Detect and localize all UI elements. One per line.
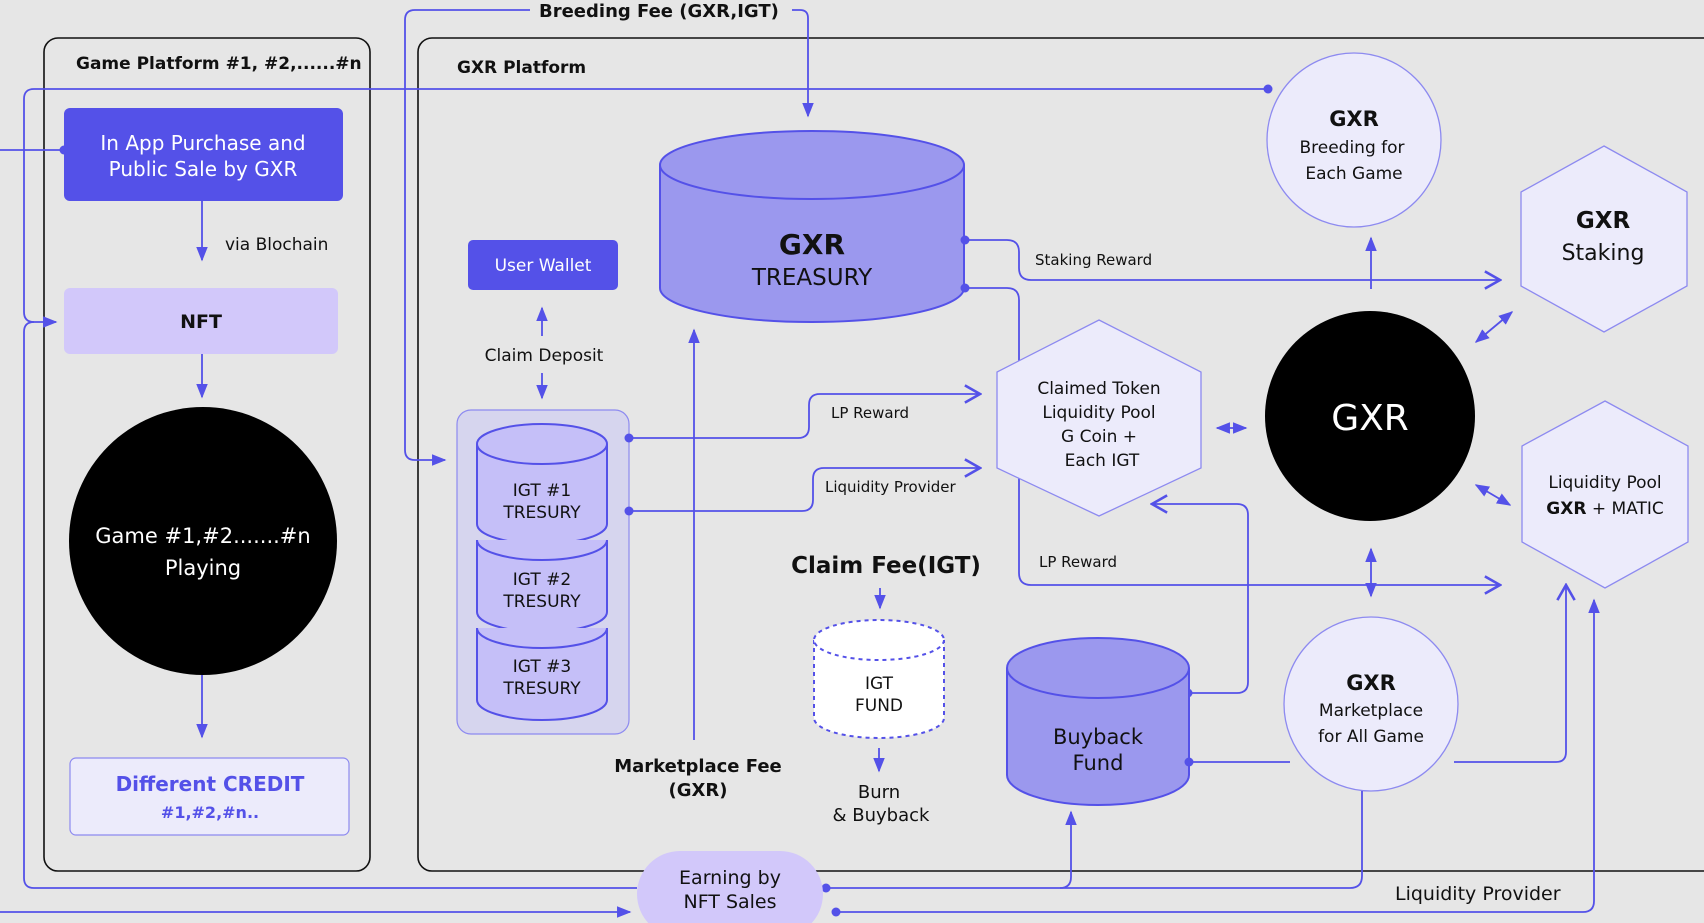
user-wallet-button[interactable] [468, 240, 618, 290]
treasury-line1: GXR [779, 228, 845, 261]
game-line1: Game #1,#2.......#n [95, 524, 310, 548]
marketplace-to-lp-line [1454, 585, 1566, 763]
lp-reward-bottom-label: LP Reward [1039, 553, 1117, 571]
burn-line1: Burn [858, 782, 900, 803]
igt-fund-cylinder[interactable] [813, 619, 945, 739]
gxr-platform-title: GXR Platform [457, 58, 586, 78]
buyback-to-pool-line [1152, 504, 1249, 694]
breeding-title: GXR [1329, 107, 1379, 131]
credit-line2: #1,#2,#n.. [161, 803, 259, 822]
game-platform-title: Game Platform #1, #2,......#n [76, 54, 362, 74]
breeding-fee-line-right [792, 9, 814, 118]
igt-fund-line1: IGT [865, 674, 894, 694]
earning-to-nft-line [23, 321, 637, 889]
lp-matic-line2: GXR + MATIC [1546, 499, 1663, 519]
connector-dot [821, 883, 831, 893]
breeding-line1: Breeding for [1299, 138, 1404, 158]
burn-line2: & Buyback [833, 805, 931, 826]
staking-reward-label: Staking Reward [1035, 251, 1152, 269]
game-line2: Playing [165, 556, 241, 580]
igt1-line2: TRESURY [502, 503, 581, 523]
different-credit-box[interactable] [69, 757, 350, 836]
buyback-fund-cylinder[interactable] [1006, 637, 1190, 806]
connector-dot [831, 907, 841, 917]
user-wallet-label: User Wallet [495, 256, 592, 276]
in-app-purchase-line1: In App Purchase and [100, 131, 305, 155]
breeding-fee-label: Breeding Fee (GXR,IGT) [539, 1, 779, 22]
liquidity-provider-bottom-label: Liquidity Provider [1395, 883, 1561, 905]
in-app-purchase-line2: Public Sale by GXR [109, 157, 298, 181]
gxr-center-label: GXR [1331, 398, 1409, 439]
igt-treasury-3[interactable] [476, 627, 608, 721]
igt3-line1: IGT #3 [513, 657, 571, 677]
gxr-treasury-cylinder[interactable] [659, 130, 965, 323]
igt1-line1: IGT #1 [513, 481, 571, 501]
lp-gxr-matic-hexagon[interactable] [1521, 400, 1689, 589]
marketplace-fee-line1: Marketplace Fee [614, 756, 782, 777]
in-app-purchase-box[interactable] [64, 108, 343, 201]
igt2-line2: TRESURY [502, 592, 581, 612]
earning-nft-sales-pill[interactable] [637, 851, 823, 923]
claim-deposit-label: Claim Deposit [485, 346, 604, 366]
lp-matic-rest: + MATIC [1586, 499, 1663, 519]
marketplace-title: GXR [1346, 671, 1396, 695]
igt2-line1: IGT #2 [513, 570, 571, 590]
staking-reward-line [965, 239, 1500, 280]
igt-treasury-1[interactable] [476, 423, 608, 545]
liquidity-provider-bottom-line [836, 598, 1600, 913]
nft-box[interactable] [64, 288, 338, 354]
staking-title: GXR [1576, 208, 1631, 234]
treasury-line2: TREASURY [751, 265, 873, 291]
lp-reward-top-label: LP Reward [831, 404, 909, 422]
game-playing-circle[interactable] [69, 407, 337, 675]
claimed-pool-line1: Claimed Token [1037, 379, 1160, 399]
gxr-center-circle[interactable] [1265, 311, 1475, 521]
liquidity-provider-line-mid [629, 468, 980, 512]
breeding-fee-line-left [404, 9, 530, 466]
connector-dot [1263, 84, 1273, 94]
marketplace-line2: for All Game [1318, 727, 1424, 747]
igt3-line2: TRESURY [502, 679, 581, 699]
liquidity-provider-mid-label: Liquidity Provider [825, 478, 957, 496]
claim-fee-label: Claim Fee(IGT) [791, 553, 981, 579]
staking-hexagon[interactable] [1520, 145, 1688, 333]
claimed-token-pool-hexagon[interactable] [996, 319, 1202, 517]
connector-dot [960, 235, 970, 245]
lp-matic-line1: Liquidity Pool [1548, 473, 1661, 493]
connector-dot [960, 283, 970, 293]
game-platform-container [43, 37, 371, 872]
igt-fund-line2: FUND [855, 696, 903, 716]
connector-dot [624, 506, 634, 516]
gxr-staking-double-arrow [1474, 311, 1514, 343]
staking-line1: Staking [1562, 241, 1645, 266]
gxr-platform-container [417, 37, 1704, 872]
buyback-line2: Fund [1073, 751, 1124, 775]
claimed-pool-line2: Liquidity Pool [1042, 403, 1155, 423]
claimed-pool-line4: Each IGT [1065, 451, 1140, 471]
marketplace-fee-line2: (GXR) [669, 780, 728, 801]
gxr-lp-double-arrow [1474, 484, 1512, 506]
connector-dot [624, 433, 634, 443]
lp-reward-line-top [629, 394, 980, 439]
breeding-circle[interactable] [1266, 52, 1442, 228]
credit-line1: Different CREDIT [116, 772, 305, 796]
nft-label: NFT [180, 311, 222, 333]
via-blockchain-label: via Blochain [225, 235, 328, 255]
earning-line1: Earning by [679, 867, 781, 889]
earning-line2: NFT Sales [683, 891, 776, 913]
buyback-line1: Buyback [1053, 725, 1144, 749]
breeding-to-nft-line [23, 88, 1268, 328]
connector-dot [1184, 757, 1194, 767]
lp-matic-bold: GXR [1546, 499, 1586, 519]
breeding-line2: Each Game [1305, 164, 1402, 184]
marketplace-line1: Marketplace [1319, 701, 1423, 721]
marketplace-to-earning-line [1060, 791, 1363, 889]
marketplace-circle[interactable] [1283, 616, 1459, 792]
claimed-pool-line3: G Coin + [1061, 427, 1137, 447]
